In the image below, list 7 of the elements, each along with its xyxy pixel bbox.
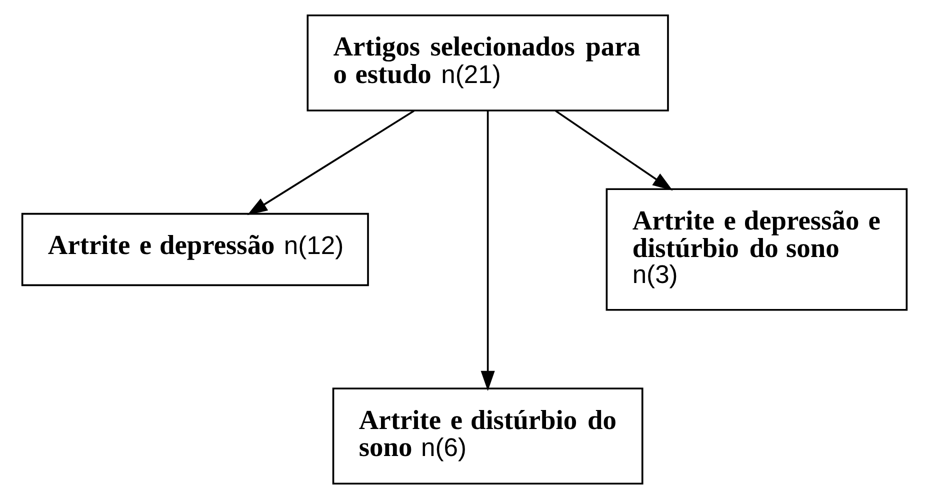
node-box: Artigos selecionados para o estudo n(21) (306, 14, 668, 112)
arrow (246, 110, 414, 216)
node-box: Artrite e distúrbio do sono n(6) (332, 388, 643, 485)
arrow (554, 110, 672, 191)
node-box: Artrite e depressão e distúrbio do sono n(3) (605, 188, 908, 311)
node-box: Artrite e depressão n(12) (20, 212, 368, 286)
arrow (480, 110, 494, 391)
